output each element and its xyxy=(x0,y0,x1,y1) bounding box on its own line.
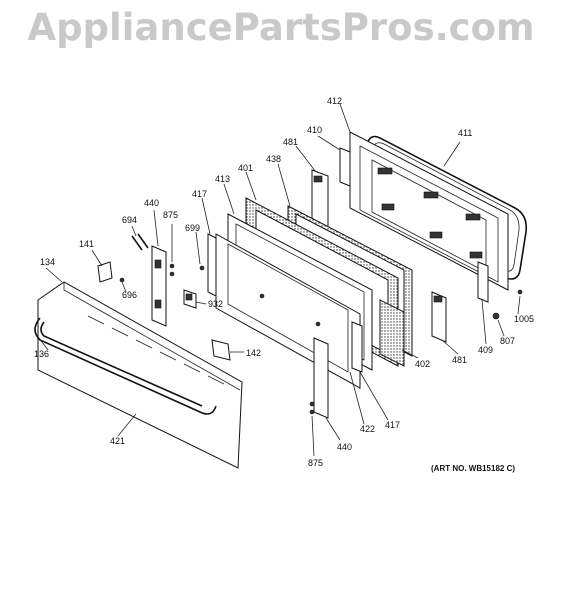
callout-875-lower: 875 xyxy=(308,458,323,468)
callout-699: 699 xyxy=(185,223,200,233)
part-409-strip xyxy=(477,261,489,303)
callout-409: 409 xyxy=(478,345,493,355)
part-421-outer-door-panel xyxy=(37,281,243,469)
watermark-logo-text: AppliancePartsPros.com xyxy=(27,6,535,49)
part-694-screws xyxy=(131,233,149,251)
part-807-screw xyxy=(492,312,500,320)
part-932-latch xyxy=(183,289,197,309)
callout-932: 932 xyxy=(208,299,223,309)
callout-401: 401 xyxy=(238,163,253,173)
callout-410: 410 xyxy=(307,125,322,135)
callout-412: 412 xyxy=(327,96,342,106)
part-875-screws-lower xyxy=(309,401,315,415)
part-410-bracket xyxy=(339,147,351,187)
part-440-right-channel xyxy=(313,337,329,419)
callout-422: 422 xyxy=(360,424,375,434)
callout-438: 438 xyxy=(266,154,281,164)
part-417-side-channel-upper xyxy=(207,233,217,297)
part-402-insulation xyxy=(379,299,405,367)
callout-417-upper: 417 xyxy=(192,189,207,199)
callout-417-lower: 417 xyxy=(385,420,400,430)
part-875-screws-upper xyxy=(169,263,175,277)
callout-142: 142 xyxy=(246,348,261,358)
art-number: (ART NO. WB15182 C) xyxy=(431,464,515,473)
part-481-lower xyxy=(431,291,447,343)
part-136-handle xyxy=(34,317,217,415)
callout-421: 421 xyxy=(110,436,125,446)
part-1005-screw xyxy=(517,289,523,295)
leader-lines xyxy=(35,103,521,457)
part-696-screw xyxy=(119,277,125,283)
callout-136: 136 xyxy=(34,349,49,359)
callout-696: 696 xyxy=(122,290,137,300)
callout-402: 402 xyxy=(415,359,430,369)
callout-481-lower: 481 xyxy=(452,355,467,365)
callout-134: 134 xyxy=(40,257,55,267)
callout-875-upper: 875 xyxy=(163,210,178,220)
part-440-left-channel xyxy=(151,245,167,327)
part-142-clip xyxy=(211,339,231,361)
callout-413: 413 xyxy=(215,174,230,184)
callout-807: 807 xyxy=(500,336,515,346)
callout-694: 694 xyxy=(122,215,137,225)
callout-1005: 1005 xyxy=(514,314,534,324)
callout-411: 411 xyxy=(458,128,472,138)
callout-440-left: 440 xyxy=(144,198,159,208)
callout-440-right: 440 xyxy=(337,442,352,452)
part-417-side-channel-lower xyxy=(351,321,363,373)
part-699-screw xyxy=(199,265,205,271)
callout-481-upper: 481 xyxy=(283,137,298,147)
part-141-clip xyxy=(97,261,113,283)
callout-141: 141 xyxy=(79,239,94,249)
